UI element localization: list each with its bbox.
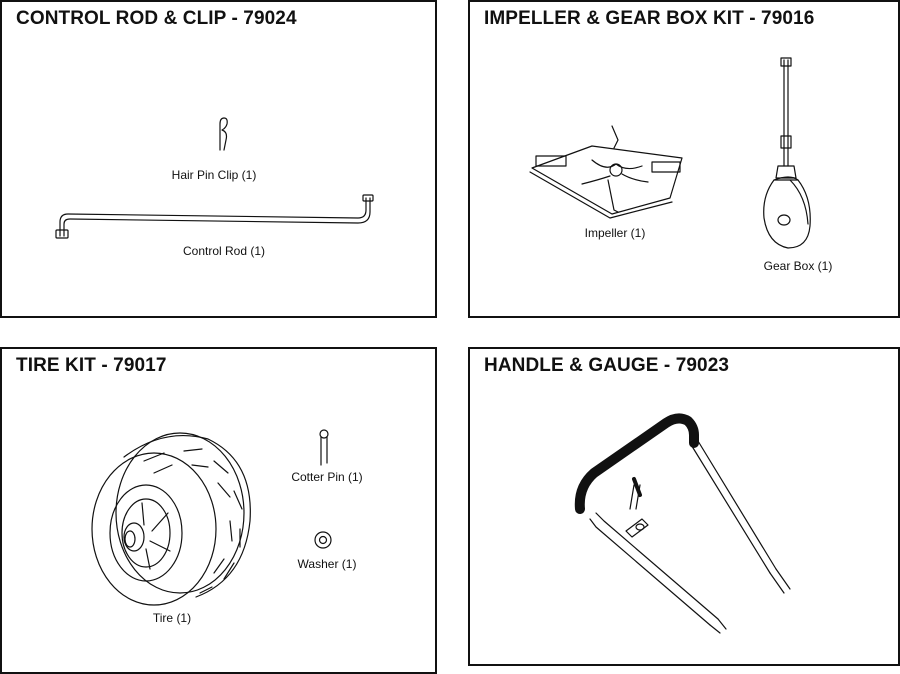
panel-title: HANDLE & GAUGE - 79023 xyxy=(484,355,730,376)
handle-gauge-icon xyxy=(574,413,791,634)
hair-pin-clip-icon xyxy=(219,117,228,151)
cotter-pin-label: Cotter Pin (1) xyxy=(291,470,363,484)
panel-impeller-gearbox: IMPELLER & GEAR BOX KIT - 79016 Impeller… xyxy=(468,0,900,318)
impeller-icon xyxy=(529,125,683,219)
cotter-pin-icon xyxy=(319,429,329,466)
gear-box-label: Gear Box (1) xyxy=(763,259,833,273)
panel-title: CONTROL ROD & CLIP - 79024 xyxy=(16,8,297,29)
gear-box-icon xyxy=(763,57,811,249)
panel-tire-kit: TIRE KIT - 79017 Tire (1) Cotter Pin (1)… xyxy=(0,347,437,674)
panel-control-rod: CONTROL ROD & CLIP - 79024 Hair Pin Clip… xyxy=(0,0,437,318)
panel-title: TIRE KIT - 79017 xyxy=(16,355,167,376)
control-rod-label: Control Rod (1) xyxy=(182,244,266,258)
washer-label: Washer (1) xyxy=(297,557,357,571)
panel-title: IMPELLER & GEAR BOX KIT - 79016 xyxy=(484,8,815,29)
control-rod-icon xyxy=(55,194,374,239)
hair-pin-clip-label: Hair Pin Clip (1) xyxy=(171,168,257,182)
tire-label: Tire (1) xyxy=(152,611,192,625)
impeller-label: Impeller (1) xyxy=(584,226,646,240)
panel-handle-gauge: HANDLE & GAUGE - 79023 xyxy=(468,347,900,666)
washer-icon xyxy=(314,531,332,549)
tire-icon xyxy=(91,432,251,606)
